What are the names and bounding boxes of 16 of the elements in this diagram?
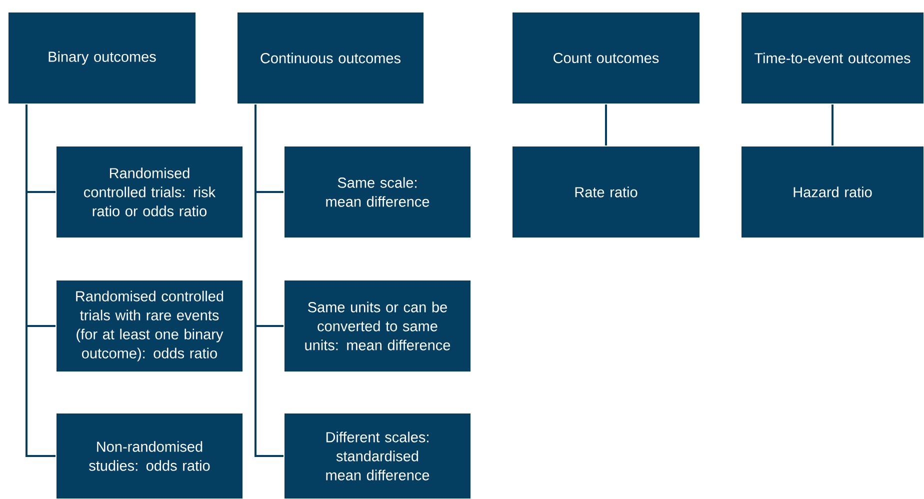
connector-line xyxy=(605,104,607,146)
category-box: Binary outcomes xyxy=(8,12,196,104)
measure-box: Same units or can be converted to same units: mean difference xyxy=(284,280,472,372)
connector-line xyxy=(254,104,284,457)
category-box: Count outcomes xyxy=(512,12,700,104)
category-box: Time-to-event outcomes xyxy=(740,12,924,104)
measure-box: Same scale: mean difference xyxy=(284,146,472,238)
category-box: Continuous outcomes xyxy=(236,12,424,104)
measure-box: Hazard ratio xyxy=(740,146,924,238)
measure-box: Randomised controlled trials: risk ratio or odds ratio xyxy=(56,146,244,238)
measure-box: Non-randomised studies: odds ratio xyxy=(56,412,244,499)
measure-box: Different scales: standardised mean difference xyxy=(284,412,472,499)
connector-line xyxy=(26,104,56,457)
measure-box: Randomised controlled trials with rare events (for at least one binary outcome): odds ratio xyxy=(56,280,244,372)
measure-box: Rate ratio xyxy=(512,146,700,238)
connector-line xyxy=(832,104,834,146)
